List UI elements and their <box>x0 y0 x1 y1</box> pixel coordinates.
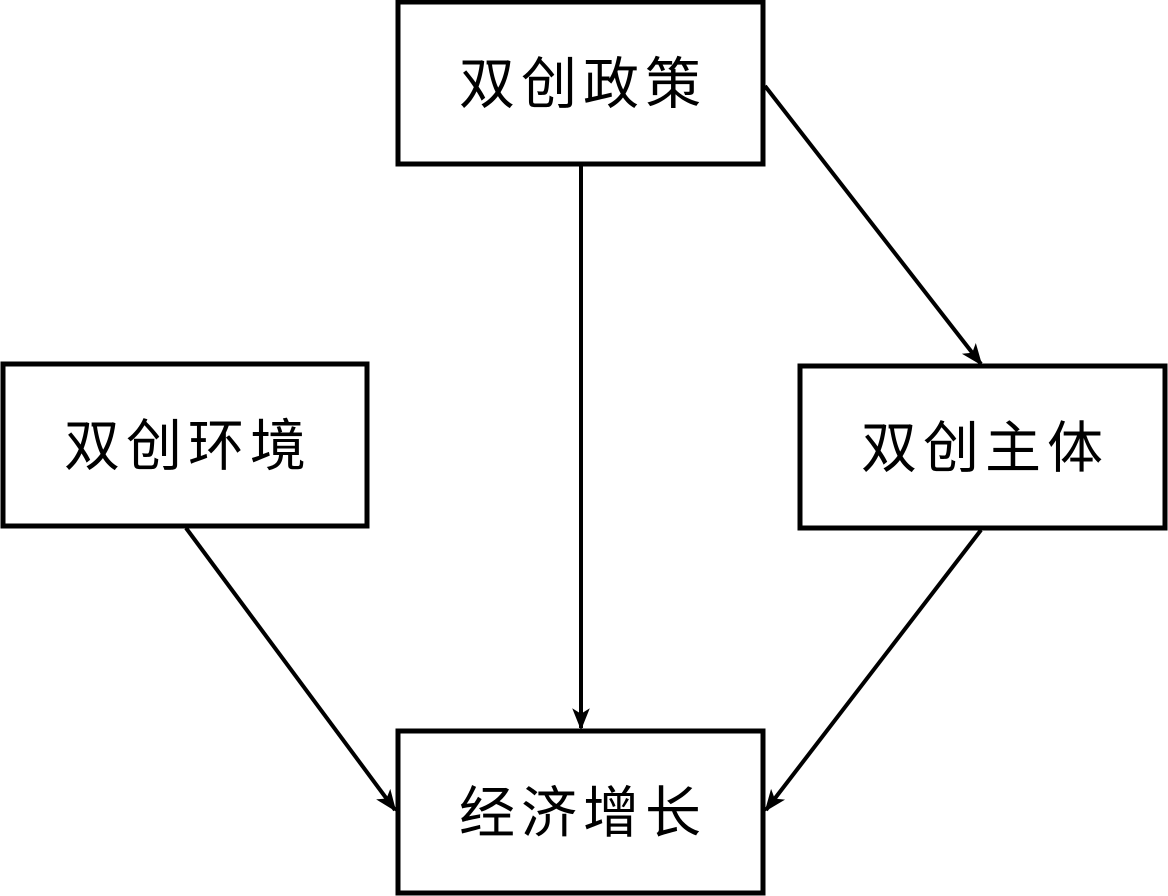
node-subject-box <box>797 363 1168 531</box>
node-growth-label: 经济增长 <box>459 782 707 847</box>
node-environment: 双创环境 <box>0 361 370 529</box>
node-environment-label: 双创环境 <box>64 415 312 480</box>
edge-environment-to-growth <box>184 526 397 812</box>
node-policy-box <box>395 0 766 167</box>
node-policy: 双创政策 <box>395 0 766 167</box>
node-growth: 经济增长 <box>395 728 766 896</box>
node-growth-box <box>395 728 766 896</box>
node-policy-label: 双创政策 <box>459 53 707 118</box>
edges <box>184 84 983 812</box>
node-environment-box <box>0 361 370 529</box>
edge-subject-to-growth <box>764 528 983 812</box>
edge-policy-to-subject <box>763 84 983 366</box>
node-subject: 双创主体 <box>797 363 1168 531</box>
node-subject-label: 双创主体 <box>861 417 1109 482</box>
